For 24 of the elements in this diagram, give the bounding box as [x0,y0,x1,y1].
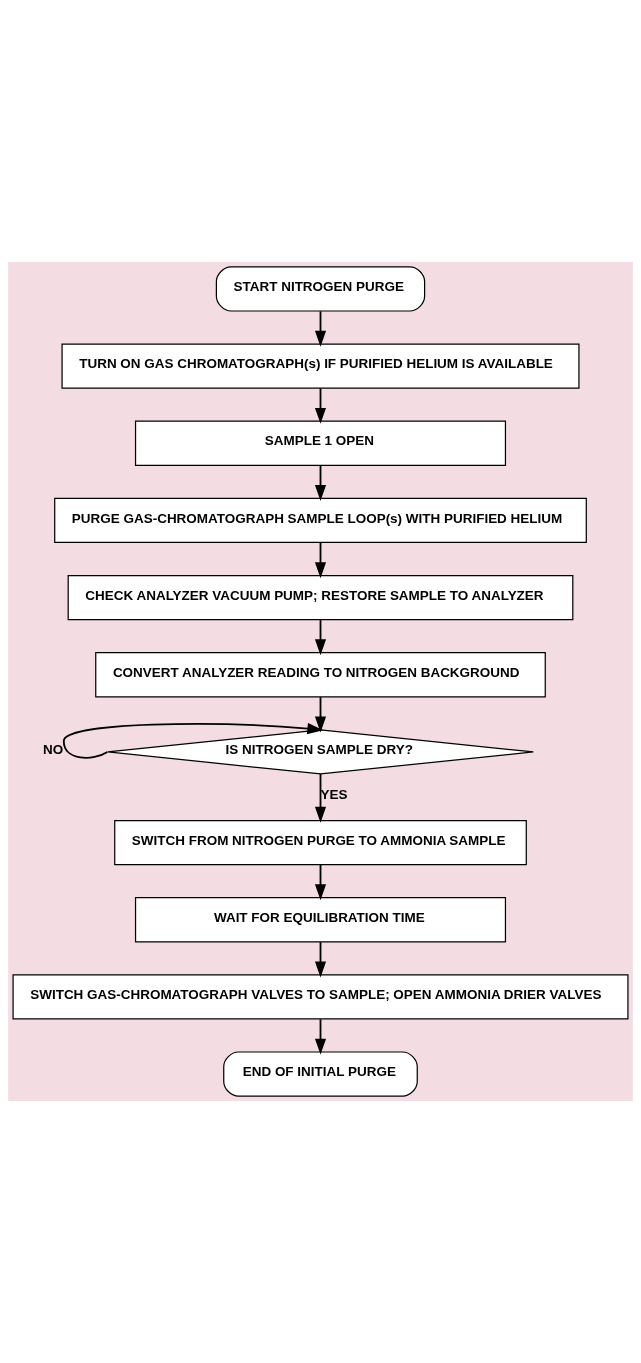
arrow [314,773,327,823]
arrow [62,723,324,759]
arrow [314,310,327,347]
edge-label: NO [42,742,64,758]
node-box: WAIT FOR EQUILIBRATION TIME [134,897,507,943]
arrow [314,541,327,579]
node-box: TURN ON GAS CHROMATOGRAPH(s) IF PURIFIED HELIUM IS AVAILABLE [61,343,580,389]
arrow [314,864,327,901]
arrow [314,464,327,501]
arrow [314,941,327,978]
node-box: SWITCH GAS-CHROMATOGRAPH VALVES TO SAMPLE; OPEN AMMONIA DRIER VALVES [12,974,629,1020]
edge-label: YES [320,787,348,803]
arrow [314,387,327,424]
arrow [314,619,327,656]
node-box: END OF INITIAL PURGE [223,1051,418,1097]
arrow [314,696,327,733]
node-box: SWITCH FROM NITROGEN PURGE TO AMMONIA SAMPLE [114,819,527,866]
node-box: START NITROGEN PURGE [215,266,426,312]
node-box: CONVERT ANALYZER READING TO NITROGEN BACKGROUND [95,652,546,698]
node-box: SAMPLE 1 OPEN [134,420,507,466]
node-box: CHECK ANALYZER VACUUM PUMP; RESTORE SAMPLE TO ANALYZER [67,574,574,621]
node-diamond: IS NITROGEN SAMPLE DRY? [107,729,534,775]
arrow [314,1018,327,1055]
node-box: PURGE GAS-CHROMATOGRAPH SAMPLE LOOP(s) WITH PURIFIED HELIUM [54,497,587,544]
